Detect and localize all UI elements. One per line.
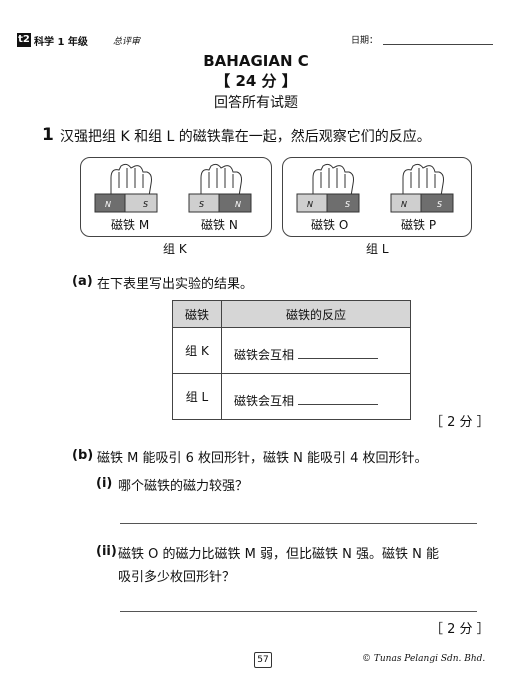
svg-text:S: S: [199, 200, 204, 209]
answer-line-ii[interactable]: [120, 611, 477, 612]
table-header-row: 磁铁 磁铁的反应: [172, 300, 411, 328]
svg-text:N: N: [307, 200, 313, 209]
answer-blank[interactable]: [298, 348, 379, 359]
part-b-ii-line1: 磁铁 O 的磁力比磁铁 M 弱，但比磁铁 N 强。磁铁 N 能: [118, 547, 439, 562]
answer-blank[interactable]: [298, 394, 379, 405]
part-a-marks: ［ 2 分 ］: [430, 415, 490, 430]
answer-line-i[interactable]: [120, 523, 477, 524]
group-k-magnets-illustration: N S S N: [94, 163, 252, 213]
hand-icon: [402, 163, 444, 197]
svg-text:N: N: [401, 200, 407, 209]
table-header-magnet: 磁铁: [172, 300, 222, 328]
table-header-reaction: 磁铁的反应: [221, 300, 411, 328]
group-l-magnets-illustration: N S N S: [296, 163, 454, 213]
reaction-text: 磁铁会互相: [234, 347, 295, 362]
section-marks: 【 24 分 】: [215, 72, 297, 90]
table-cell-reaction: 磁铁会互相: [221, 327, 411, 374]
header-subject: 科学 1 年级: [34, 37, 88, 48]
part-b-ii-line2: 吸引多少枚回形针？: [118, 570, 236, 585]
svg-text:N: N: [105, 200, 111, 209]
results-table: 磁铁 磁铁的反应 组 K 磁铁会互相 组 L 磁铁会互相: [172, 300, 411, 420]
part-a-label: (a): [72, 274, 93, 289]
section-instruction: 回答所有试题: [214, 95, 298, 111]
header-assessment-type: 总评审: [113, 37, 141, 47]
publisher-logo: t2: [17, 33, 31, 47]
date-label: 日期：: [351, 36, 379, 46]
hand-icon: [312, 163, 354, 197]
question-text: 汉强把组 K 和组 L 的磁铁靠在一起，然后观察它们的反应。: [60, 129, 431, 145]
magnet-m-label: 磁铁 M: [111, 218, 150, 232]
copyright-notice: © Tunas Pelangi Sdn. Bhd.: [362, 654, 486, 664]
hand-icon: [200, 163, 242, 197]
table-cell-group: 组 K: [172, 327, 222, 374]
svg-text:N: N: [235, 200, 241, 209]
part-b-i-text: 哪个磁铁的磁力较强？: [118, 479, 249, 494]
table-cell-reaction: 磁铁会互相: [221, 373, 411, 420]
magnet-o-label: 磁铁 O: [311, 218, 349, 232]
magnet-n-label: 磁铁 N: [201, 218, 238, 232]
svg-text:S: S: [437, 200, 442, 209]
hand-icon: [110, 163, 152, 197]
group-k-diagram: N S S N 磁铁 M 磁铁 N: [80, 157, 272, 237]
table-row: 组 L 磁铁会互相: [172, 373, 411, 420]
group-l-label: 组 L: [366, 242, 389, 256]
group-l-diagram: N S N S 磁铁 O 磁铁 P: [282, 157, 472, 237]
part-b-text: 磁铁 M 能吸引 6 枚回形针，磁铁 N 能吸引 4 枚回形针。: [97, 451, 428, 466]
reaction-text: 磁铁会互相: [234, 393, 295, 408]
section-title: BAHAGIAN C: [203, 52, 309, 70]
group-k-label: 组 K: [163, 242, 187, 256]
svg-text:S: S: [345, 200, 350, 209]
table-cell-group: 组 L: [172, 373, 222, 420]
date-field-line[interactable]: [383, 44, 493, 45]
part-a-text: 在下表里写出实验的结果。: [97, 277, 254, 292]
part-b-ii-label: (ii): [96, 544, 117, 559]
svg-text:S: S: [143, 200, 148, 209]
table-row: 组 K 磁铁会互相: [172, 327, 411, 374]
question-number: 1: [42, 125, 54, 145]
part-b-label: (b): [72, 448, 94, 463]
page-number: 57: [254, 652, 272, 668]
part-b-i-label: (i): [96, 476, 113, 491]
magnet-p-label: 磁铁 P: [401, 218, 437, 232]
part-b-marks: ［ 2 分 ］: [430, 622, 490, 637]
